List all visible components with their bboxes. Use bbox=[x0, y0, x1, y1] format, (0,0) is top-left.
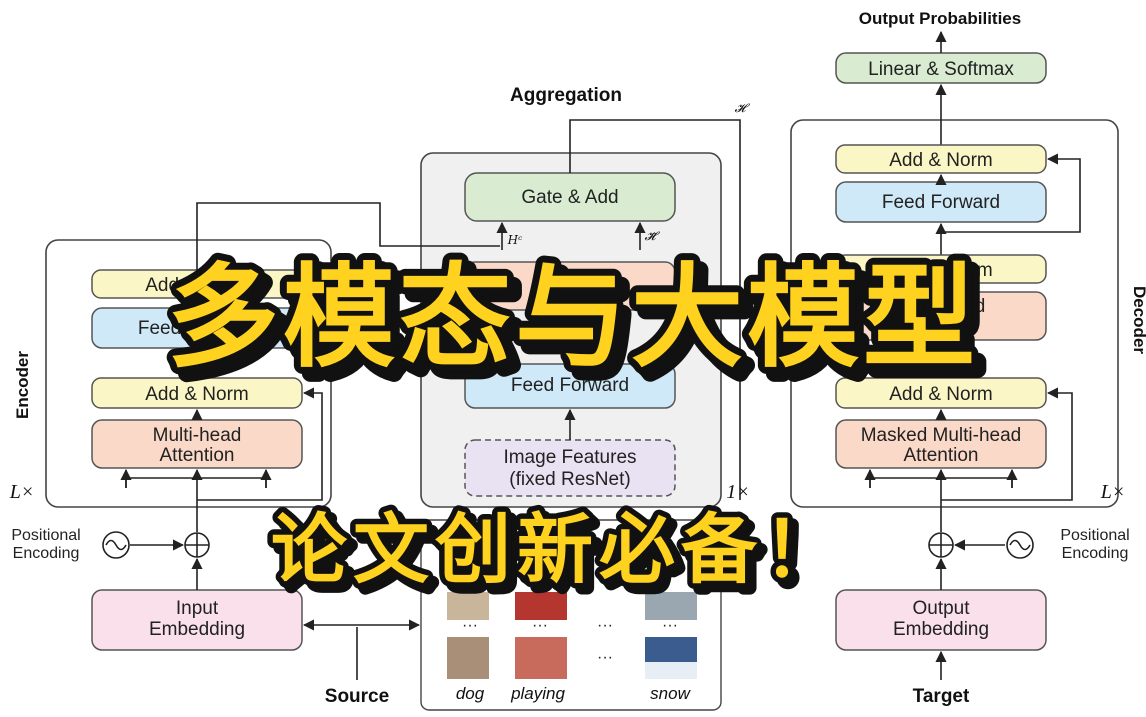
encoder-feed-forward-label: Feed Forward bbox=[138, 318, 256, 339]
aggregation-panel bbox=[420, 152, 722, 508]
decoder-masked-line2: Attention bbox=[904, 445, 979, 466]
encoder-add-norm-top-label: Add & Norm bbox=[145, 275, 248, 296]
overlay-title: 多模态与大模型 bbox=[167, 253, 979, 383]
h-symbol: 𝓗 bbox=[735, 101, 751, 115]
aggregation-feed-forward bbox=[464, 363, 676, 409]
input-embedding-line1: Input bbox=[176, 598, 219, 619]
aggregation-feed-forward-label: Feed Forward bbox=[511, 375, 629, 396]
encoder-positional-line1: Positional bbox=[11, 527, 80, 544]
overlay-subtitle: 论文创新必备！ bbox=[271, 505, 845, 594]
decoder-add-norm-top-label: Add & Norm bbox=[889, 150, 992, 171]
decoder-positional-line1: Positional bbox=[1060, 527, 1129, 544]
image-features-line1: Image Features bbox=[503, 447, 636, 468]
source-label: Source bbox=[325, 686, 389, 707]
caption-snow: snow bbox=[650, 684, 691, 703]
decoder-side-label: Decoder bbox=[1130, 286, 1146, 354]
encoder-positional-line2: Encoding bbox=[13, 545, 80, 562]
overlay-title-shadow: 多模态与大模型 bbox=[175, 261, 987, 391]
ellipsis-5: ··· bbox=[597, 649, 613, 666]
target-label: Target bbox=[913, 686, 970, 707]
encoder-feed-forward bbox=[91, 307, 303, 349]
aggregation-attention-label: Attention bbox=[533, 276, 608, 297]
ellipsis-1: ··· bbox=[462, 617, 478, 634]
encoder-side-label: Encoder bbox=[13, 351, 32, 419]
encoder-add-norm bbox=[91, 377, 303, 409]
decoder-feed-forward-label: Feed Forward bbox=[882, 192, 1000, 213]
decoder-add-norm-low-label: Add & Norm bbox=[889, 384, 992, 405]
aggregation-title: Aggregation bbox=[510, 85, 622, 106]
image-thumb-snow-ground bbox=[645, 662, 697, 679]
ellipsis-4: ··· bbox=[662, 617, 678, 634]
output-embedding-line1: Output bbox=[912, 598, 970, 619]
ellipsis-3: ··· bbox=[597, 617, 613, 634]
decoder-add-norm-low bbox=[835, 377, 1047, 409]
encoder-multi-head-line1: Multi-head bbox=[153, 425, 242, 446]
decoder-multi-head-line2: Attention bbox=[904, 316, 979, 337]
input-embedding-line2: Embedding bbox=[149, 619, 245, 640]
decoder-multi-head-attention bbox=[835, 291, 1047, 341]
image-thumb-play-top bbox=[515, 592, 567, 620]
decoder-multi-head-line1: Multi-head bbox=[897, 296, 986, 317]
decoder-add-norm-top bbox=[835, 144, 1047, 174]
output-embedding-line2: Embedding bbox=[893, 619, 989, 640]
encoder-add-norm-label: Add & Norm bbox=[145, 384, 248, 405]
decoder-positional-line2: Encoding bbox=[1062, 545, 1129, 562]
encoder-repeat-label: L× bbox=[9, 481, 35, 503]
gate-add-label: Gate & Add bbox=[521, 187, 618, 208]
image-thumb-snow-top bbox=[645, 592, 697, 620]
hc-symbol: Hᶜ bbox=[507, 233, 523, 247]
decoder-repeat-label: L× bbox=[1100, 481, 1126, 503]
decoder-add-norm-mid-label: Add & Norm bbox=[889, 260, 992, 281]
caption-playing: playing bbox=[510, 684, 565, 703]
output-probabilities-label: Output Probabilities bbox=[859, 9, 1021, 28]
linear-softmax-label: Linear & Softmax bbox=[868, 59, 1014, 80]
image-features-line2: (fixed ResNet) bbox=[509, 469, 630, 490]
decoder-masked-line1: Masked Multi-head bbox=[861, 425, 1022, 446]
encoder-multi-head-line2: Attention bbox=[160, 445, 235, 466]
overlay-subtitle-shadow: 论文创新必备！ bbox=[277, 511, 851, 600]
decoder-add-norm-mid bbox=[835, 254, 1047, 284]
aggregation-repeat-label: 1× bbox=[726, 481, 750, 503]
images-label: Images bbox=[609, 555, 661, 572]
image-thumb-dog-top bbox=[447, 592, 489, 620]
image-thumb-dog bbox=[447, 637, 489, 679]
aggregation-attention-box bbox=[464, 261, 676, 311]
image-thumb-play bbox=[515, 637, 567, 679]
ellipsis-2: ··· bbox=[532, 617, 548, 634]
caption-dog: dog bbox=[456, 684, 485, 703]
